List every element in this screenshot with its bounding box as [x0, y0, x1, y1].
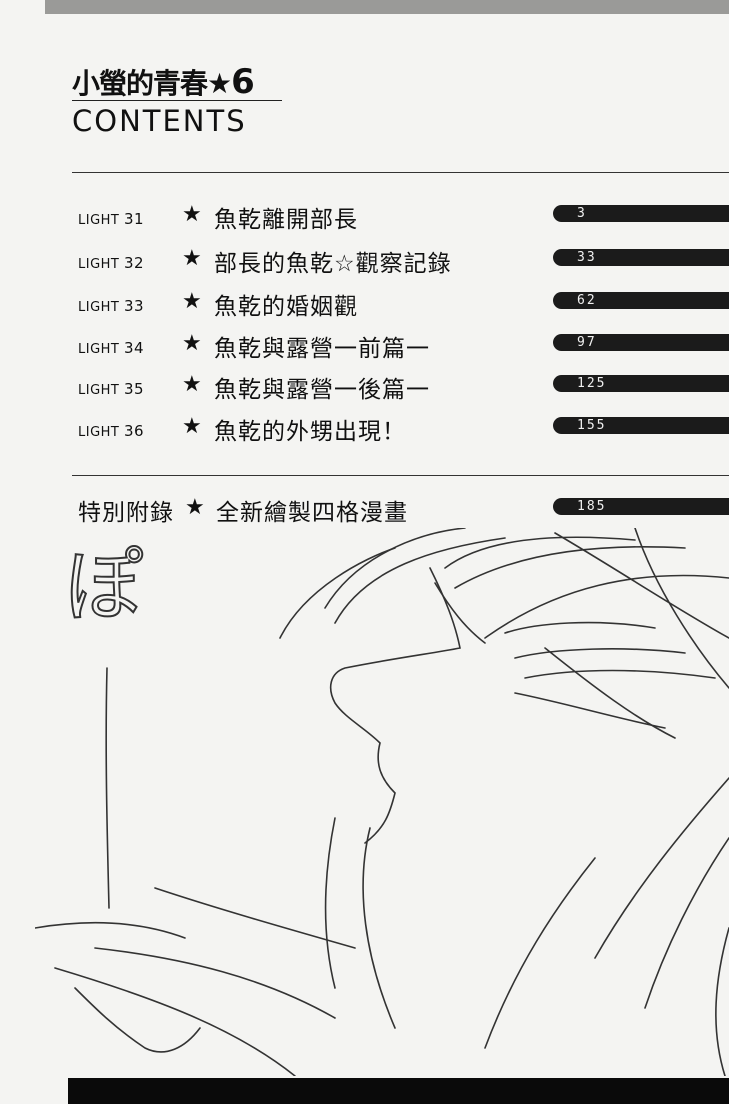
- manga-illustration: ぽ: [35, 528, 729, 1076]
- star-icon: ★: [182, 372, 202, 397]
- star-icon: ★: [182, 202, 202, 227]
- toc-row[interactable]: LIGHT 33 ★ 魚乾的婚姻觀 62: [0, 287, 729, 320]
- contents-heading: CONTENTS: [72, 104, 247, 138]
- chapter-label: LIGHT 33: [78, 297, 145, 315]
- page-number-badge: 3: [553, 205, 729, 222]
- chapter-title: 魚乾的婚姻觀: [214, 294, 358, 320]
- star-icon: ★: [182, 246, 202, 271]
- title-divider: [72, 100, 282, 101]
- toc-row[interactable]: LIGHT 31 ★ 魚乾離開部長 3: [0, 200, 729, 233]
- chapter-title: 部長的魚乾☆觀察記錄: [214, 251, 452, 277]
- page-number-badge: 185: [553, 498, 729, 515]
- toc-row[interactable]: LIGHT 34 ★ 魚乾與露營一前篇一 97: [0, 329, 729, 362]
- chapter-title: 魚乾與露營一前篇一: [214, 336, 430, 362]
- special-row[interactable]: 特別附錄 ★ 全新繪製四格漫畫 185: [0, 493, 729, 526]
- top-band: [45, 0, 729, 14]
- bottom-band: [68, 1078, 729, 1104]
- page-number-badge: 155: [553, 417, 729, 434]
- page-title: 小螢的青春★6: [72, 62, 255, 102]
- sfx-text: ぽ: [65, 542, 143, 632]
- toc-row[interactable]: LIGHT 36 ★ 魚乾的外甥出現！ 155: [0, 412, 729, 445]
- chapter-label: LIGHT 32: [78, 254, 145, 272]
- chapter-title: 魚乾離開部長: [214, 207, 358, 233]
- chapter-label: LIGHT 31: [78, 210, 145, 228]
- top-divider: [72, 172, 729, 173]
- chapter-label: LIGHT 36: [78, 422, 145, 440]
- toc-row[interactable]: LIGHT 35 ★ 魚乾與露營一後篇一 125: [0, 370, 729, 403]
- star-icon: ★: [185, 495, 205, 520]
- title-jp-text: 小螢的青春★: [72, 67, 232, 100]
- bottom-divider: [72, 475, 729, 476]
- star-icon: ★: [182, 289, 202, 314]
- page-number-badge: 97: [553, 334, 729, 351]
- star-icon: ★: [182, 414, 202, 439]
- chapter-label: LIGHT 34: [78, 339, 145, 357]
- page-number-badge: 33: [553, 249, 729, 266]
- chapter-label: LIGHT 35: [78, 380, 145, 398]
- chapter-title: 魚乾與露營一後篇一: [214, 377, 430, 403]
- special-title: 全新繪製四格漫畫: [216, 500, 408, 526]
- special-label: 特別附錄: [78, 500, 174, 526]
- volume-number: 6: [231, 62, 255, 102]
- toc-row[interactable]: LIGHT 32 ★ 部長的魚乾☆觀察記錄 33: [0, 244, 729, 277]
- star-icon: ★: [182, 331, 202, 356]
- chapter-title: 魚乾的外甥出現！: [214, 419, 406, 445]
- page-number-badge: 62: [553, 292, 729, 309]
- page-number-badge: 125: [553, 375, 729, 392]
